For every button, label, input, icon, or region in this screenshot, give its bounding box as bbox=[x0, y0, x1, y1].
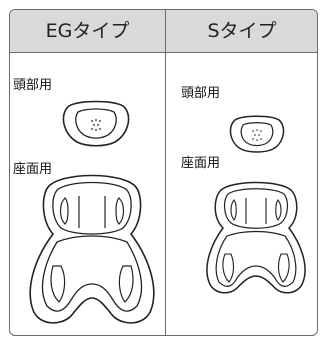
column-title-eg: EGタイプ bbox=[45, 20, 130, 42]
column-title-s: Sタイプ bbox=[207, 20, 277, 42]
comparison-table: EGタイプ Sタイプ 頭部用 座面用 頭部用 bbox=[9, 9, 318, 336]
eg-seat-pad-illustration bbox=[29, 174, 155, 324]
s-seat-label: 座面用 bbox=[181, 156, 221, 171]
eg-head-label: 頭部用 bbox=[13, 78, 53, 93]
eg-seat-label: 座面用 bbox=[13, 162, 53, 177]
eg-head-pad-illustration bbox=[62, 100, 130, 147]
s-seat-pad-illustration bbox=[206, 181, 306, 294]
s-head-label: 頭部用 bbox=[181, 86, 221, 101]
s-head-pad-illustration bbox=[229, 115, 285, 153]
table-header: EGタイプ Sタイプ bbox=[10, 10, 317, 53]
column-divider bbox=[165, 10, 167, 335]
